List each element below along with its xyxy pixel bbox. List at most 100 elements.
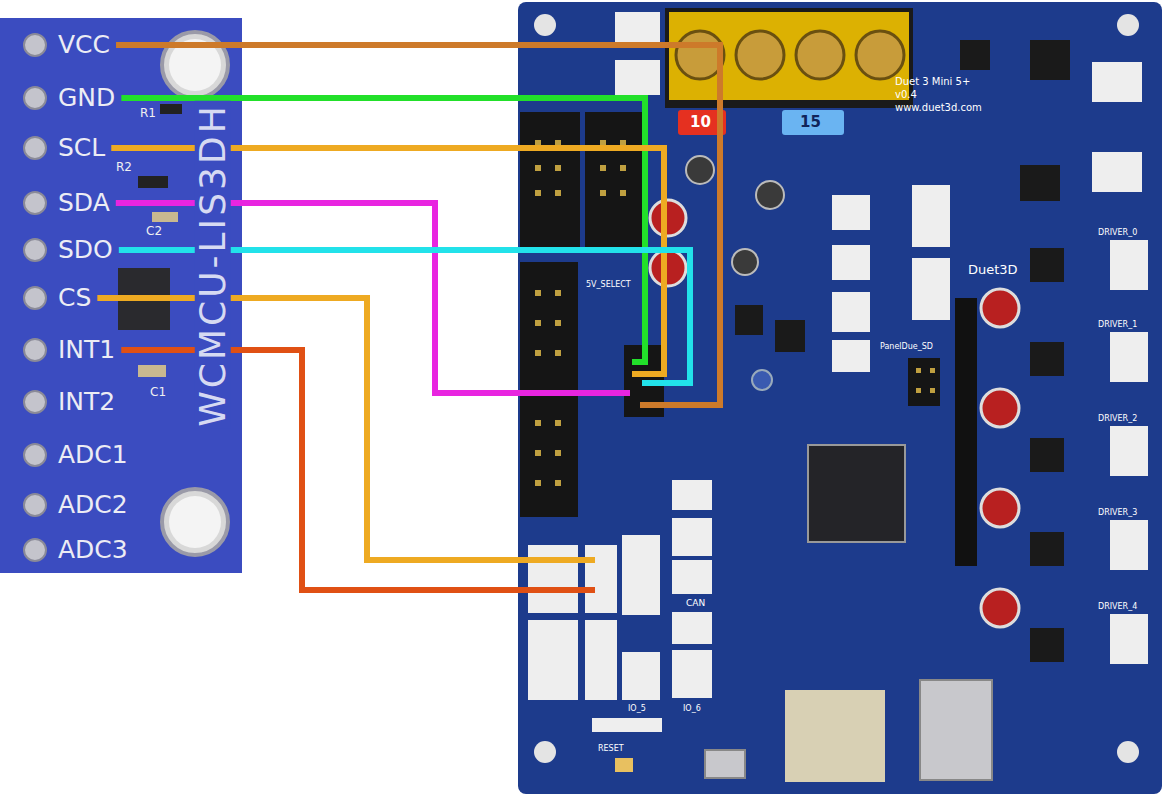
connector-name: PanelDue_SD	[880, 342, 933, 352]
capacitor	[981, 489, 1019, 527]
pin-header	[555, 190, 561, 196]
pin-header	[520, 112, 977, 566]
pin-header	[535, 320, 541, 326]
capacitor	[756, 181, 784, 209]
terminal-block	[736, 31, 784, 79]
capacitor	[650, 156, 1019, 627]
button-name: RESET	[598, 744, 624, 754]
pin-pad	[24, 192, 46, 214]
ic-chip	[1020, 165, 1060, 201]
module	[785, 690, 885, 782]
sensor-board	[169, 496, 221, 548]
pin-header	[555, 165, 561, 171]
capacitor	[650, 200, 686, 236]
smd-component	[118, 104, 182, 377]
pin-pad	[24, 539, 46, 561]
connector-housing	[832, 340, 870, 372]
capacitor	[981, 289, 1019, 327]
component-ref: C2	[146, 224, 162, 238]
controller-board	[1117, 14, 1139, 36]
pin-pad	[24, 34, 46, 56]
component-ref: R2	[116, 160, 132, 174]
fuse-rating: 15	[800, 113, 821, 131]
connector-housing	[585, 620, 617, 700]
connector-name: DRIVER_0	[1098, 228, 1137, 238]
pin-name: INT1	[58, 335, 115, 365]
ic-chip	[775, 320, 805, 352]
ic-chip	[960, 40, 990, 70]
controller-board	[1117, 741, 1139, 763]
board-silkscreen: www.duet3d.com	[895, 102, 982, 114]
pin-pad	[24, 239, 46, 261]
pin-header	[555, 290, 561, 296]
pin-name: ADC2	[58, 490, 128, 520]
pin-header	[600, 165, 606, 171]
pin-pad	[24, 339, 46, 361]
terminal-block	[665, 8, 913, 108]
pin-header	[955, 298, 977, 566]
jumper-name: 5V_SELECT	[586, 280, 631, 290]
pin-header	[930, 388, 935, 393]
pin-pad	[24, 137, 46, 159]
pin-name: CS	[58, 283, 91, 313]
pin-header	[916, 388, 921, 393]
pin-header	[600, 190, 606, 196]
ic-chip	[1030, 628, 1064, 662]
connector-housing	[832, 195, 870, 230]
connector-housing	[912, 185, 950, 247]
pin-name: SDO	[58, 235, 113, 265]
connector-name: IO_5	[628, 704, 646, 714]
pin-header	[535, 140, 935, 486]
pin-pad	[24, 287, 46, 309]
connector-housing	[528, 12, 1148, 732]
brand-logo: Duet3D	[968, 262, 1018, 278]
pin-pad	[24, 494, 46, 516]
pin-header	[535, 480, 541, 486]
pin-pad	[24, 391, 46, 413]
pin-header	[908, 358, 940, 406]
sensor-board	[162, 489, 228, 555]
smd-component	[152, 212, 178, 222]
connector-housing	[528, 620, 578, 700]
pin-header	[555, 450, 561, 456]
module	[705, 750, 745, 778]
module	[615, 758, 633, 772]
connector-housing	[1110, 520, 1148, 570]
controller-board: Duet 3 Mini 5+v0.4www.duet3d.com	[505, 0, 1162, 800]
connector-housing	[585, 545, 617, 613]
capacitor	[981, 389, 1019, 427]
pin-header	[555, 480, 561, 486]
connector-name: CAN	[686, 598, 705, 609]
wire	[121, 350, 595, 590]
pin-header	[620, 190, 626, 196]
pin-pad	[24, 34, 46, 561]
pin-header	[535, 420, 541, 426]
connector-housing	[622, 535, 660, 615]
connector-housing	[1110, 240, 1148, 290]
connector-housing	[615, 12, 660, 42]
pin-name: VCC	[58, 30, 110, 60]
ic-chip	[1030, 248, 1064, 282]
fuse-rating: 10	[690, 113, 711, 131]
fuse	[678, 110, 844, 135]
smd-component	[138, 365, 166, 377]
controller-board	[518, 2, 1162, 794]
pin-name: SCL	[58, 133, 105, 163]
connector-name: DRIVER_3	[1098, 508, 1137, 518]
connector-housing	[1092, 62, 1142, 102]
connector-housing	[832, 292, 870, 332]
connector-housing	[528, 545, 578, 613]
pin-header	[620, 165, 626, 171]
terminal-block	[669, 12, 909, 100]
connector-housing	[672, 480, 712, 510]
pin-header	[916, 368, 921, 373]
ic-chip	[1030, 40, 1070, 80]
pin-header	[585, 112, 645, 247]
component-ref: C1	[150, 385, 166, 399]
terminal-block	[796, 31, 844, 79]
pin-name: ADC3	[58, 535, 128, 565]
terminal-block	[676, 31, 724, 79]
capacitor	[686, 156, 714, 184]
